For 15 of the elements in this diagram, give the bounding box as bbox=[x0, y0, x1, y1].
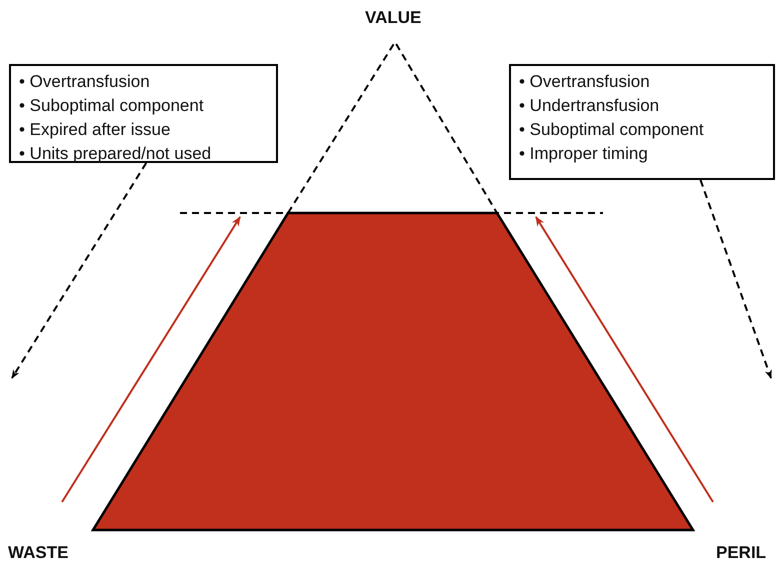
dashed-arrow bbox=[700, 180, 772, 379]
bullet-list-box bbox=[509, 64, 775, 180]
heading-label: VALUE bbox=[365, 8, 422, 28]
heading-label: WASTE bbox=[8, 543, 68, 563]
list-item: • Suboptimal component bbox=[19, 95, 205, 117]
list-item: • Suboptimal component bbox=[519, 119, 705, 141]
heading-label: PERIL bbox=[716, 543, 766, 563]
bullet-list-box bbox=[9, 64, 278, 163]
list-item: • Undertransfusion bbox=[519, 95, 660, 117]
dashed-arrow bbox=[11, 162, 148, 379]
list-item: • Improper timing bbox=[519, 143, 649, 165]
list-item: • Overtransfusion bbox=[519, 71, 651, 93]
list-item: • Units prepared/not used bbox=[19, 143, 212, 165]
list-item: • Overtransfusion bbox=[19, 71, 151, 93]
list-item: • Expired after issue bbox=[19, 119, 172, 141]
